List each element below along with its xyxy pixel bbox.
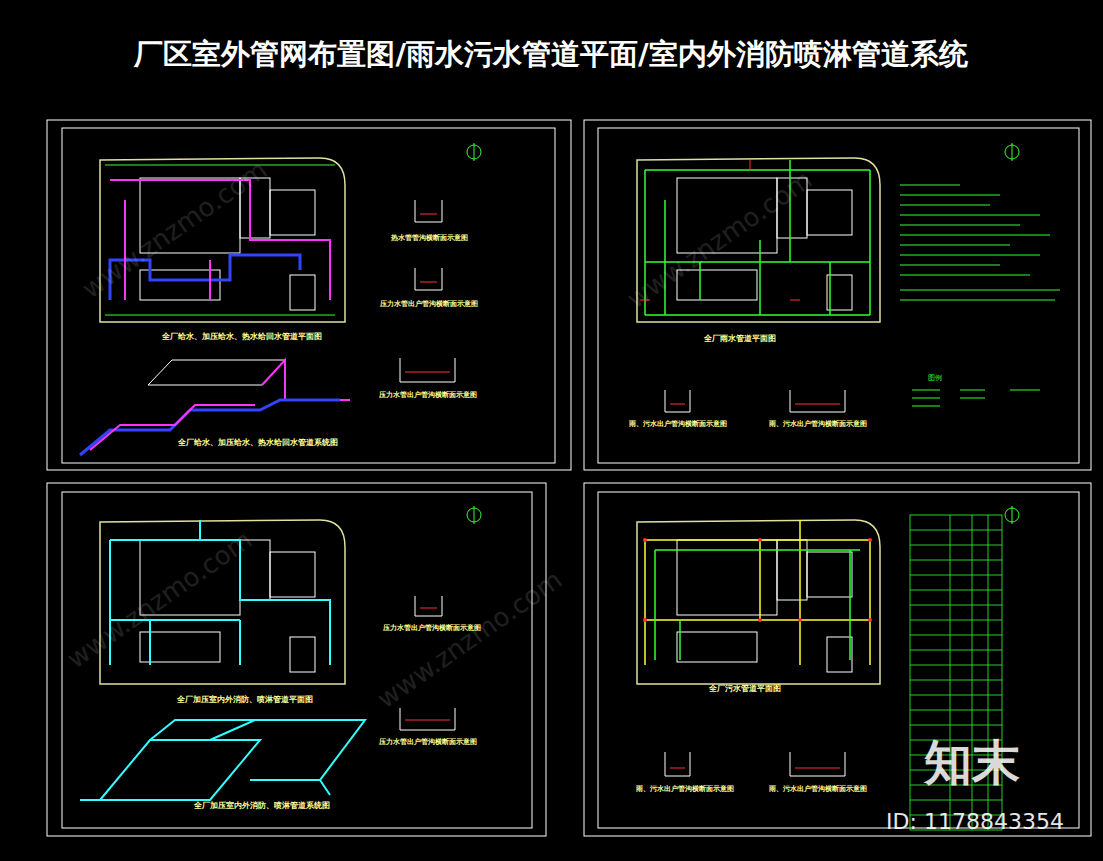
building-outline xyxy=(270,190,315,235)
sheet-frame xyxy=(47,483,546,836)
manhole-dot xyxy=(643,538,647,542)
trench-section xyxy=(795,404,840,405)
building-outline xyxy=(677,540,777,615)
watermark: www.znzmo.com xyxy=(372,565,568,715)
legend-line xyxy=(912,390,1040,406)
building-outline xyxy=(807,552,852,597)
manhole-dot xyxy=(643,618,647,622)
trench-section xyxy=(415,200,442,222)
trench-section xyxy=(420,282,437,283)
site-boundary xyxy=(100,158,880,684)
detail-title: 雨、污水出户管沟横断面示意图 xyxy=(769,785,867,793)
building-outline xyxy=(290,275,315,310)
rain-pipe xyxy=(640,160,870,315)
sheet-frame xyxy=(598,128,1079,463)
watermark-id: ID: 1178843354 xyxy=(886,809,1064,834)
north-arrow xyxy=(1012,506,1013,524)
detail-title: 压力水管出户管沟横断面示意图 xyxy=(379,738,477,746)
drawing-title: 全厂加压室内外消防、喷淋管道系统图 xyxy=(194,801,330,810)
building-outline xyxy=(807,190,852,235)
trench-section xyxy=(405,372,450,373)
trench-section xyxy=(420,214,437,215)
trench-section xyxy=(790,752,845,776)
building-outline xyxy=(140,632,220,662)
rain-pipe xyxy=(645,170,870,315)
trench-section xyxy=(415,268,442,290)
north-arrow xyxy=(1012,143,1013,161)
drawing-title: 全厂污水管道平面图 xyxy=(709,684,781,693)
detail-title: 热水管管沟横断面示意图 xyxy=(391,234,468,242)
sheet-frame xyxy=(584,120,1091,470)
detail-title: 压力水管出户管沟横断面示意图 xyxy=(380,300,478,308)
pipe-system-diagram xyxy=(80,720,365,800)
manhole-dot xyxy=(868,538,872,542)
building-outline xyxy=(140,270,220,300)
site-boundary xyxy=(637,158,880,322)
drawing-title: 全厂雨水管道平面图 xyxy=(704,334,776,343)
drawing-title: 全厂加压室内外消防、喷淋管道平面图 xyxy=(177,695,313,704)
pipe-system-diagram xyxy=(80,360,350,455)
sheet-frame xyxy=(47,120,571,470)
manhole-dot xyxy=(868,618,872,622)
sewage-pipe xyxy=(645,520,870,665)
north-arrow xyxy=(474,143,475,161)
north-arrow xyxy=(467,143,1019,524)
trench-section xyxy=(415,596,442,616)
building-outline xyxy=(827,637,852,672)
trench-section xyxy=(665,390,690,412)
building-outline xyxy=(270,552,315,597)
manhole-dot xyxy=(798,618,802,622)
detail-title: 雨、污水出户管沟横断面示意图 xyxy=(636,785,734,793)
trench-section xyxy=(790,390,845,412)
building-outline xyxy=(290,637,315,672)
drawing-title: 全厂给水、加压给水、热水给回水管道系统图 xyxy=(178,438,338,447)
manhole-dot xyxy=(643,538,872,622)
legend-line xyxy=(900,185,1060,406)
detail-title: 压力水管出户管沟横断面示意图 xyxy=(379,391,477,399)
trench-section xyxy=(670,768,685,769)
legend-line xyxy=(900,185,1060,300)
manhole-dot xyxy=(758,618,762,622)
building-outline xyxy=(777,540,807,600)
building-outline xyxy=(140,178,852,672)
trench-section xyxy=(400,358,455,382)
building-outline xyxy=(677,632,757,662)
pipe-system-diagram xyxy=(100,740,260,800)
trench-section xyxy=(400,200,845,776)
pipe-system-diagram xyxy=(80,400,340,455)
sheet-frame xyxy=(598,492,1079,828)
sewage-pipe xyxy=(645,520,870,665)
drawing-title: 全厂给水、加压给水、热水给回水管道平面图 xyxy=(162,332,322,341)
detail-title: 雨、污水出户管沟横断面示意图 xyxy=(629,420,727,428)
sewage-pipe xyxy=(655,550,860,660)
sheet-frame xyxy=(47,120,1091,836)
pipe-system-diagram xyxy=(80,720,330,800)
trench-section xyxy=(420,608,437,609)
north-arrow xyxy=(474,506,475,524)
trench-section xyxy=(670,404,685,405)
trench-section xyxy=(665,752,690,776)
trench-section xyxy=(400,708,455,730)
site-boundary xyxy=(637,520,880,684)
watermark: www.znzmo.com xyxy=(622,165,818,315)
manhole-dot xyxy=(758,538,762,542)
watermark-logo: 知末 xyxy=(924,735,1020,790)
watermark: www.znzmo.com xyxy=(62,525,258,675)
trench-section xyxy=(405,720,450,721)
detail-title: 雨、污水出户管沟横断面示意图 xyxy=(769,420,867,428)
trench-section xyxy=(795,768,840,769)
pipe-system-diagram xyxy=(210,720,365,780)
legend-heading: 图例 xyxy=(928,374,942,382)
sheet-frame xyxy=(584,483,1091,836)
sheet-frame xyxy=(62,128,555,463)
pipe-system-diagram xyxy=(262,360,350,400)
page-title: 厂区室外管网布置图/雨水污水管道平面/室内外消防喷淋管道系统 xyxy=(134,38,967,71)
